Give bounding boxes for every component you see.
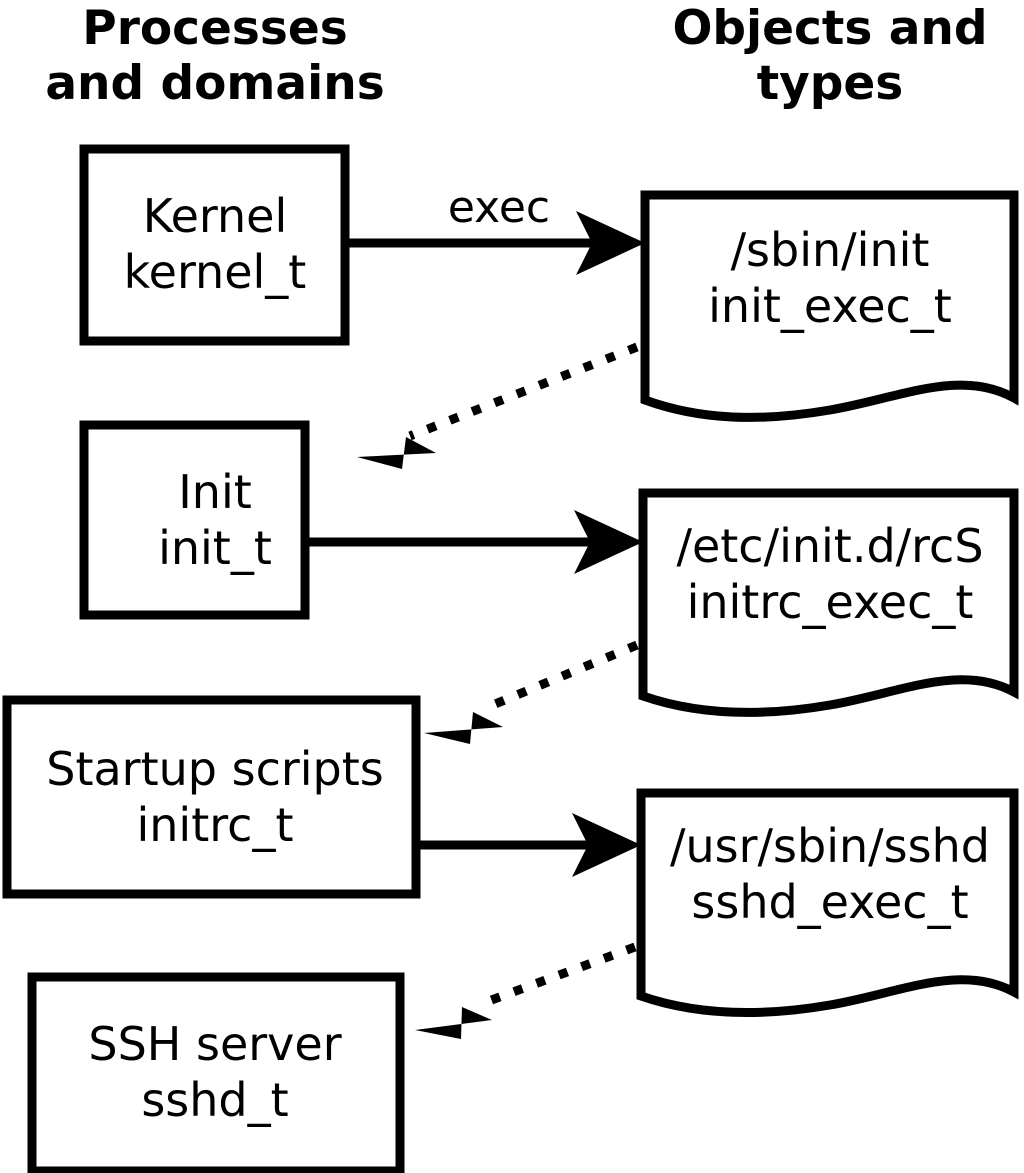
process-node-name: Init [178,465,252,519]
object-node-type: init_exec_t [708,279,952,333]
edge-sshd-exec-transition-sshd [415,942,637,1039]
edge-init-exec-initrc-exec [309,510,643,574]
process-node-box[interactable] [27,972,405,1173]
process-node-name: SSH server [88,1017,341,1071]
edge-initrc-exec-sshd-exec [420,813,641,877]
edge-initrc-exec-transition-initrc [424,640,639,744]
edge-line [408,342,639,441]
column-header-objects-line2: types [757,56,904,111]
object-node-type: sshd_exec_t [691,875,968,929]
edge-kernel-exec-init-exec: exec [349,182,645,275]
column-header-processes-line1: Processes [82,1,347,56]
process-node-name: Kernel [143,189,288,243]
object-node-document-shape[interactable] [636,788,1019,1017]
object-node-path: /usr/sbin/sshd [670,819,990,873]
arrow-head-icon [357,437,436,469]
process-node-box[interactable] [79,144,350,346]
process-node-initrc[interactable]: Startup scripts initrc_t [2,695,421,899]
object-node-initrc-exec[interactable]: /etc/init.d/rcS initrc_exec_t [638,488,1019,717]
column-header-processes: Processes and domains [45,1,384,111]
process-node-box[interactable] [2,695,421,899]
process-node-kernel[interactable]: Kernel kernel_t [79,144,350,346]
object-node-path: /etc/init.d/rcS [676,519,983,573]
object-node-type: initrc_exec_t [687,575,974,629]
object-node-document-shape[interactable] [638,488,1019,717]
column-header-objects-line1: Objects and [672,1,987,56]
object-node-init-exec[interactable]: /sbin/init init_exec_t [640,190,1019,422]
edge-init-exec-transition-init [357,342,639,469]
arrow-head-icon [424,712,503,744]
edge-line [486,640,639,712]
column-header-processes-line2: and domains [45,56,384,111]
arrow-head-icon [415,1007,492,1039]
arrow-head-icon [576,211,645,275]
edge-label-exec: exec [448,182,550,233]
process-node-type: sshd_t [141,1073,288,1127]
arrow-head-icon [574,510,643,574]
process-node-init[interactable]: Init init_t [79,420,310,620]
object-node-document-shape[interactable] [640,190,1019,422]
process-node-sshd[interactable]: SSH server sshd_t [27,972,405,1173]
object-node-sshd-exec[interactable]: /usr/sbin/sshd sshd_exec_t [636,788,1019,1017]
arrow-head-icon [572,813,641,877]
process-node-type: init_t [158,521,272,575]
column-header-objects: Objects and types [672,1,987,111]
process-node-name: Startup scripts [46,742,384,796]
process-node-type: initrc_t [137,798,294,852]
edge-line [476,942,637,1010]
object-node-path: /sbin/init [731,223,930,277]
process-node-type: kernel_t [124,245,307,299]
process-node-box[interactable] [79,420,310,620]
